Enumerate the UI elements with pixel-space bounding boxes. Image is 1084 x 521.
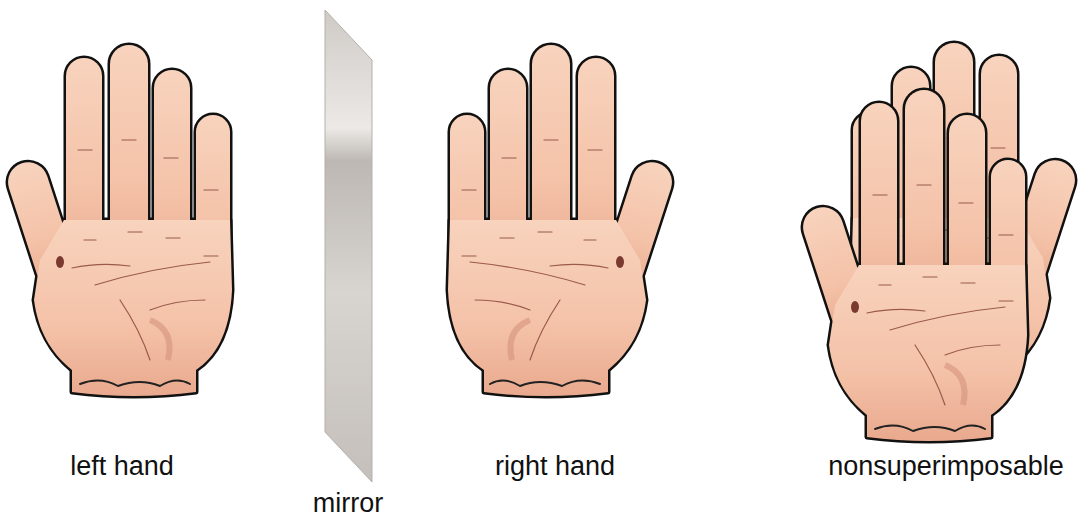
right-hand-drawing: [448, 45, 677, 396]
mirror-plane: [325, 10, 372, 482]
caption-label: right hand: [495, 450, 615, 482]
caption-label: left hand: [70, 450, 174, 482]
left-hand-drawing: [3, 45, 232, 396]
overlapped-hands-drawing: [798, 43, 1080, 441]
caption-label: mirror: [313, 487, 383, 519]
caption-label: nonsuperimposable: [828, 450, 1064, 482]
